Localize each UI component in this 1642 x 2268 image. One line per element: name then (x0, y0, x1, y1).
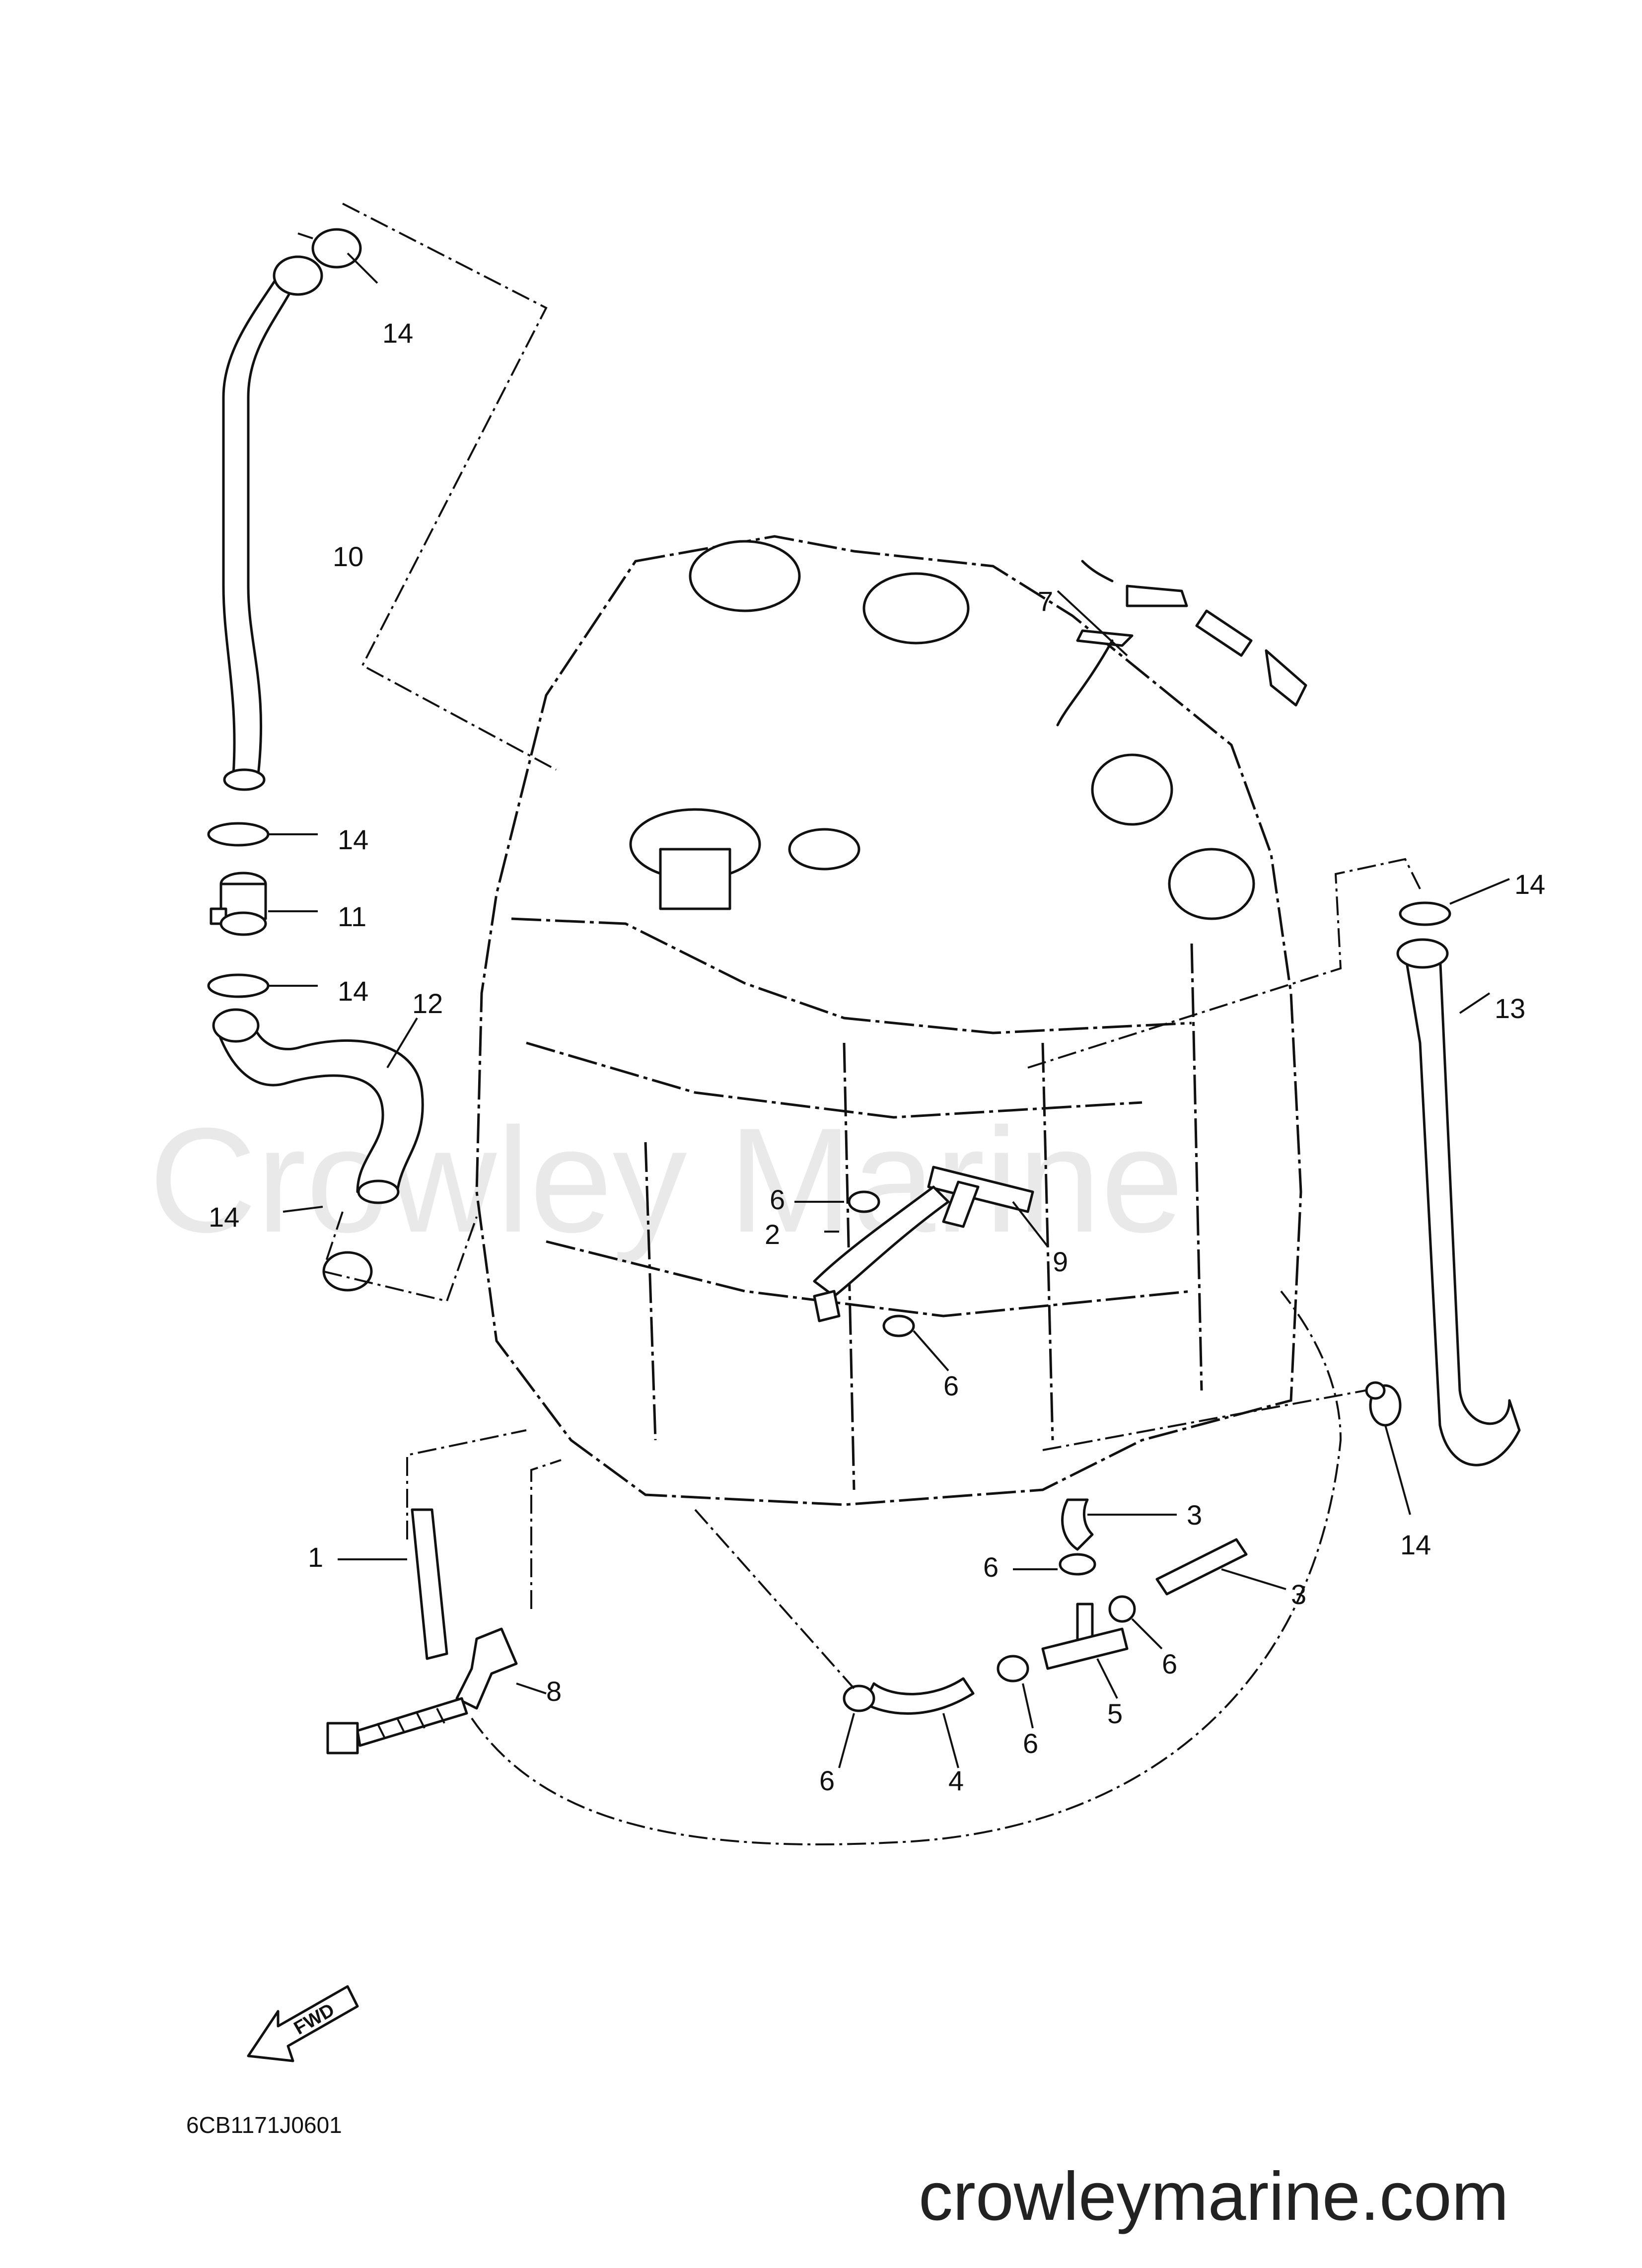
hose-10 (222, 255, 323, 791)
callout-4: 4 (948, 1765, 964, 1796)
clamp-6-a (794, 1190, 880, 1213)
callout-14-right-bottom: 14 (1400, 1529, 1431, 1560)
callout-14-a: 14 (338, 824, 368, 855)
callout-13: 13 (1495, 993, 1525, 1024)
hose-7 (1056, 560, 1307, 727)
callout-6-f: 6 (819, 1765, 835, 1796)
callout-14-c: 14 (209, 1201, 239, 1233)
tee-fitting-5 (1041, 1603, 1129, 1699)
clamp-6-f (838, 1684, 875, 1768)
leader-frame-top (342, 203, 557, 771)
callout-14-top: 14 (382, 317, 413, 349)
callout-10: 10 (333, 541, 363, 572)
website-label: crowleymarine.com (919, 2158, 1509, 2235)
callout-12: 12 (412, 988, 443, 1019)
callout-14-right-top: 14 (1514, 869, 1545, 900)
leader-frame-right (1027, 858, 1421, 1069)
clamp-6-c (1013, 1553, 1096, 1576)
callout-14-b: 14 (338, 975, 368, 1007)
clamp-14-b (207, 973, 318, 998)
hose-3-a (1061, 1498, 1177, 1551)
clamp-14-right-bottom (1365, 1381, 1411, 1515)
callout-8: 8 (546, 1676, 562, 1707)
hose-3-b (1155, 1538, 1286, 1596)
hose-13 (1396, 938, 1521, 1466)
engine-block (475, 535, 1302, 1506)
callout-11: 11 (338, 901, 366, 932)
callout-6-e: 6 (1023, 1728, 1038, 1759)
hose-1 (338, 1508, 448, 1660)
callouts: 14 10 14 11 14 12 14 7 14 13 6 9 2 6 14 … (209, 317, 1545, 1796)
clamp-14-a (207, 822, 318, 847)
clamp-6-b (882, 1315, 949, 1372)
clamp-6-d (1108, 1595, 1163, 1650)
callout-3-b: 3 (1291, 1579, 1306, 1610)
clamp-14-right-top (1399, 878, 1510, 926)
watermark: Crowley Marine (149, 1097, 1184, 1264)
bolt-8 (326, 1697, 468, 1755)
drawing-code: 6CB1171J0601 (186, 2112, 342, 2138)
fwd-arrow-icon: FWD (247, 1985, 359, 2062)
callout-5: 5 (1107, 1698, 1123, 1729)
clamp-14-top (297, 228, 362, 269)
callout-6-c: 6 (983, 1551, 999, 1583)
callout-6-b: 6 (943, 1370, 959, 1401)
fitting-11 (210, 872, 318, 936)
callout-1: 1 (308, 1541, 323, 1573)
hose-12 (212, 1008, 424, 1204)
leader-right-bottom (1042, 1390, 1366, 1451)
callout-9: 9 (1053, 1246, 1068, 1277)
callout-6-d: 6 (1162, 1648, 1177, 1680)
leader-1 (406, 1429, 527, 1539)
callout-2: 2 (765, 1219, 780, 1250)
fitting-9 (927, 1166, 1049, 1247)
callout-7: 7 (1038, 585, 1053, 617)
bracket-8 (455, 1627, 547, 1710)
hose-4 (862, 1677, 975, 1768)
leader-loop-bottom (471, 1290, 1342, 1846)
clamp-6-e (997, 1655, 1034, 1729)
hose-2 (813, 1185, 950, 1322)
leader-14-c (321, 1211, 478, 1303)
callout-3-a: 3 (1187, 1499, 1202, 1531)
leader-8 (530, 1459, 562, 1609)
callout-6-a: 6 (770, 1184, 785, 1215)
